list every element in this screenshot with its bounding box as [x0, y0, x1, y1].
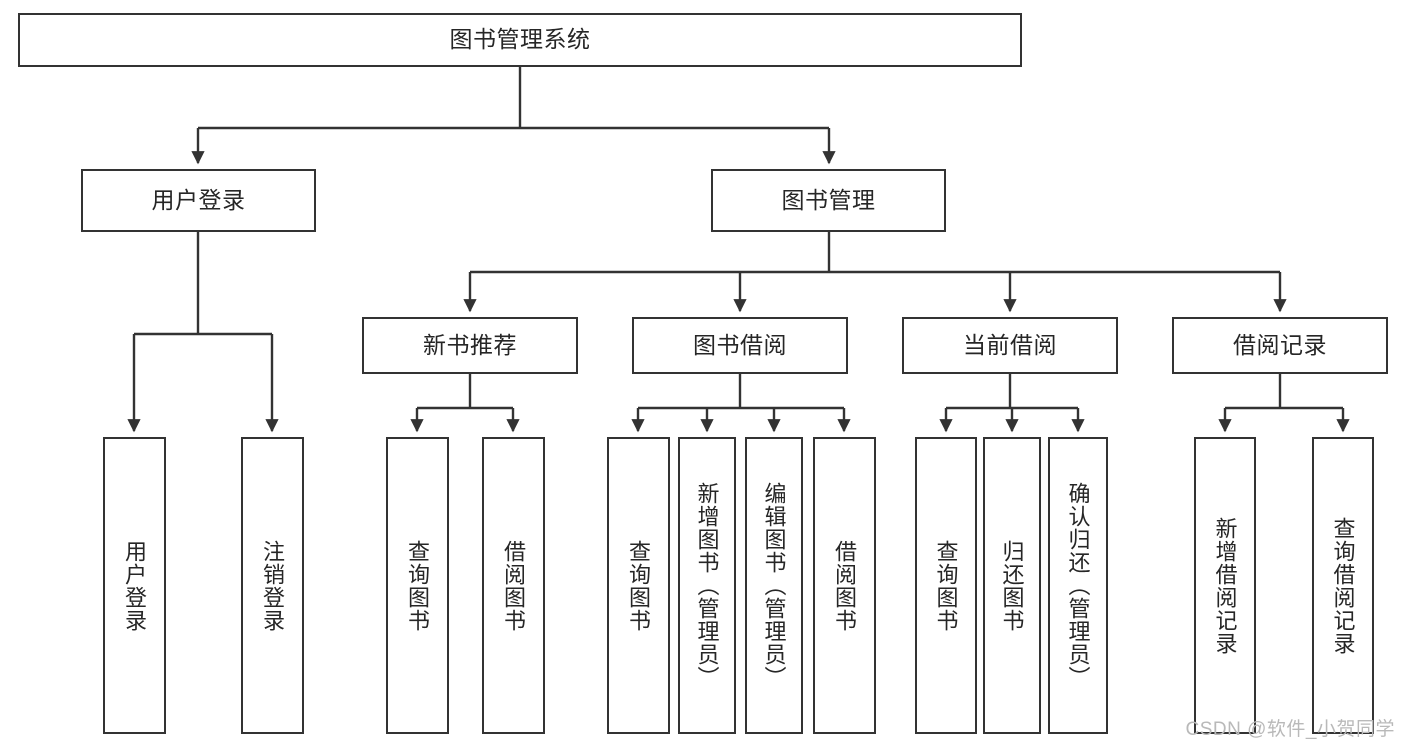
leaf-query-book-3-label: 查询图书 [933, 539, 959, 632]
leaf-borrow-book-1[interactable]: 借阅图书 [482, 437, 545, 734]
node-new-book-recommend[interactable]: 新书推荐 [362, 317, 578, 374]
leaf-query-record[interactable]: 查询借阅记录 [1312, 437, 1374, 734]
leaf-user-login-label: 用户登录 [122, 539, 148, 632]
node-user-login-label: 用户登录 [151, 186, 246, 213]
leaf-borrow-book-1-label: 借阅图书 [501, 539, 527, 632]
leaf-return-book[interactable]: 归还图书 [983, 437, 1041, 734]
leaf-return-book-label: 归还图书 [999, 539, 1025, 632]
leaf-query-book-1[interactable]: 查询图书 [386, 437, 449, 734]
node-book-manage-label: 图书管理 [781, 186, 876, 213]
leaf-borrow-book-2-label: 借阅图书 [832, 539, 858, 632]
node-user-login[interactable]: 用户登录 [81, 169, 316, 232]
leaf-edit-book[interactable]: 编辑图书（管理员） [745, 437, 803, 734]
leaf-user-login[interactable]: 用户登录 [103, 437, 166, 734]
node-borrow-record[interactable]: 借阅记录 [1172, 317, 1388, 374]
leaf-confirm-return-label: 确认归还（管理员） [1065, 482, 1091, 689]
leaf-query-book-2[interactable]: 查询图书 [607, 437, 670, 734]
leaf-query-record-label: 查询借阅记录 [1330, 516, 1356, 655]
leaf-add-book-label: 新增图书（管理员） [694, 482, 720, 689]
node-book-manage[interactable]: 图书管理 [711, 169, 946, 232]
node-root-label: 图书管理系统 [449, 26, 591, 53]
leaf-query-book-2-label: 查询图书 [626, 539, 652, 632]
node-book-borrow-label: 图书借阅 [693, 331, 787, 358]
leaf-confirm-return[interactable]: 确认归还（管理员） [1048, 437, 1108, 734]
leaf-add-record[interactable]: 新增借阅记录 [1194, 437, 1256, 734]
node-borrow-record-label: 借阅记录 [1233, 331, 1327, 358]
leaf-logout-login-label: 注销登录 [260, 539, 286, 632]
node-current-borrow-label: 当前借阅 [963, 331, 1057, 358]
leaf-add-book[interactable]: 新增图书（管理员） [678, 437, 736, 734]
node-root[interactable]: 图书管理系统 [18, 13, 1022, 67]
node-book-borrow[interactable]: 图书借阅 [632, 317, 848, 374]
leaf-edit-book-label: 编辑图书（管理员） [761, 482, 787, 689]
node-current-borrow[interactable]: 当前借阅 [902, 317, 1118, 374]
leaf-query-book-1-label: 查询图书 [405, 539, 431, 632]
node-new-book-recommend-label: 新书推荐 [423, 331, 517, 358]
leaf-query-book-3[interactable]: 查询图书 [915, 437, 977, 734]
leaf-logout-login[interactable]: 注销登录 [241, 437, 304, 734]
leaf-add-record-label: 新增借阅记录 [1212, 516, 1238, 655]
watermark-text: CSDN @软件_小贺同学 [1185, 719, 1395, 740]
leaf-borrow-book-2[interactable]: 借阅图书 [813, 437, 876, 734]
